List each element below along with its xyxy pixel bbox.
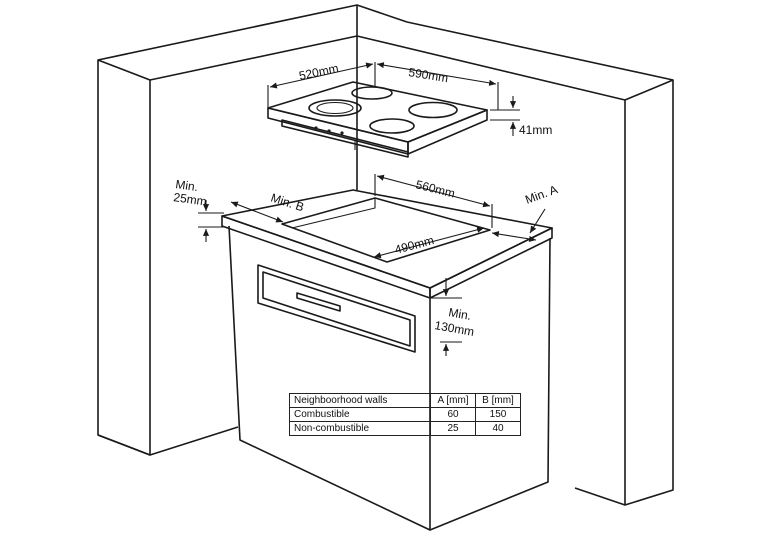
countertop-front-edge	[221, 215, 431, 299]
hob-width-label: 520mm	[298, 61, 340, 83]
min-b-label: Min. B	[269, 191, 306, 215]
cutout-depth-arrow	[373, 226, 485, 259]
left-wall-top	[97, 4, 408, 61]
cabinet-front-panel	[228, 225, 431, 531]
left-wall-bottom	[97, 426, 239, 456]
table-cell: 25	[430, 421, 476, 436]
table-header-row: Neighboorhood walls A [mm] B [mm]	[289, 393, 521, 408]
cabinet	[228, 225, 551, 531]
back-wall-top-edge	[624, 79, 674, 101]
countertop-dimensions	[198, 174, 546, 356]
cutout-width-arrow	[376, 174, 491, 208]
hob-height-label: 41mm	[519, 123, 552, 137]
hob-depth-label: 590mm	[408, 65, 450, 85]
table-cell: Combustible	[289, 407, 431, 422]
back-wall-outer	[406, 21, 674, 506]
control-knob-icon	[314, 126, 318, 130]
min-130-label-line1: Min.	[447, 305, 472, 323]
oven-drawer	[257, 264, 416, 353]
min-b-arrow	[230, 201, 284, 223]
hob-depth-arrow	[376, 62, 497, 86]
table-row: Non-combustible 25 40	[289, 421, 521, 436]
min-a-label: Min. A	[523, 182, 559, 207]
table-row: Combustible 60 150	[289, 407, 521, 422]
burner-back-left	[351, 86, 393, 100]
hob-base	[281, 119, 409, 158]
table-cell: 60	[430, 407, 476, 422]
hob-dimensions	[267, 62, 520, 136]
min-130-label-line2: 130mm	[433, 318, 475, 339]
countertop-side-edge	[429, 227, 553, 299]
table-header-cell: B [mm]	[475, 393, 521, 408]
burner-front-left	[308, 99, 362, 117]
hob-width-arrow	[269, 62, 374, 89]
hob-side-edge	[407, 109, 488, 155]
table-header-cell: A [mm]	[430, 393, 476, 408]
hob	[267, 81, 488, 158]
cutout-inner-wall	[291, 198, 376, 229]
clearance-table: Neighboorhood walls A [mm] B [mm] Combus…	[289, 393, 521, 436]
table-cell: Non-combustible	[289, 421, 431, 436]
burner-back-right	[408, 101, 458, 119]
burner-front-left-inner	[316, 101, 354, 115]
table-cell: 150	[475, 407, 521, 422]
left-wall-inner-top	[149, 35, 358, 81]
countertop	[221, 189, 553, 299]
table-header-cell: Neighboorhood walls	[289, 393, 431, 408]
min-25-label-line2: 25mm	[173, 190, 208, 209]
oven-drawer-inner	[262, 271, 411, 347]
burner-front-right	[369, 118, 415, 134]
hob-top-surface	[267, 81, 488, 143]
min-a-arrow	[491, 231, 537, 242]
control-knob-icon	[327, 129, 331, 133]
table-cell: 40	[475, 421, 521, 436]
cutout-opening	[281, 197, 491, 263]
drawer-handle	[296, 292, 341, 312]
cabinet-side-panel	[429, 237, 551, 531]
cutout-width-label: 560mm	[414, 177, 456, 200]
left-wall-edge	[97, 59, 151, 456]
min-25-label-line1: Min.	[175, 177, 199, 194]
control-knob-icon	[340, 131, 344, 135]
